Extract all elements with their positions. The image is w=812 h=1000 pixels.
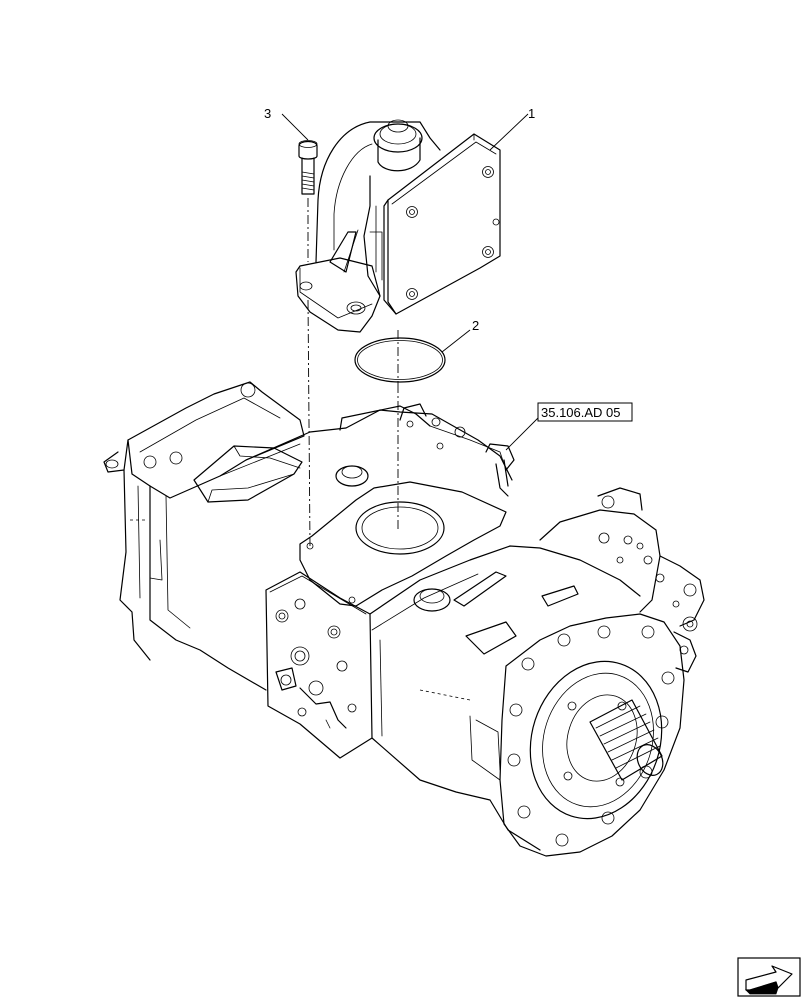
cap-screw-part-3[interactable] <box>298 140 318 195</box>
callout-3: 3 <box>264 106 271 121</box>
valve-housing-part-1[interactable] <box>295 119 501 333</box>
reference-link[interactable]: 35.106.AD 05 <box>537 402 633 422</box>
assembly-center-lines <box>307 198 399 547</box>
hydraulic-pump-assembly <box>103 381 705 857</box>
reference-label[interactable]: 35.106.AD 05 <box>541 405 621 420</box>
callout-1: 1 <box>528 106 535 121</box>
o-ring-part-2[interactable] <box>354 337 446 383</box>
callout-leaders <box>281 113 541 451</box>
callout-2: 2 <box>472 318 479 333</box>
next-page-arrow-icon[interactable] <box>737 957 801 997</box>
